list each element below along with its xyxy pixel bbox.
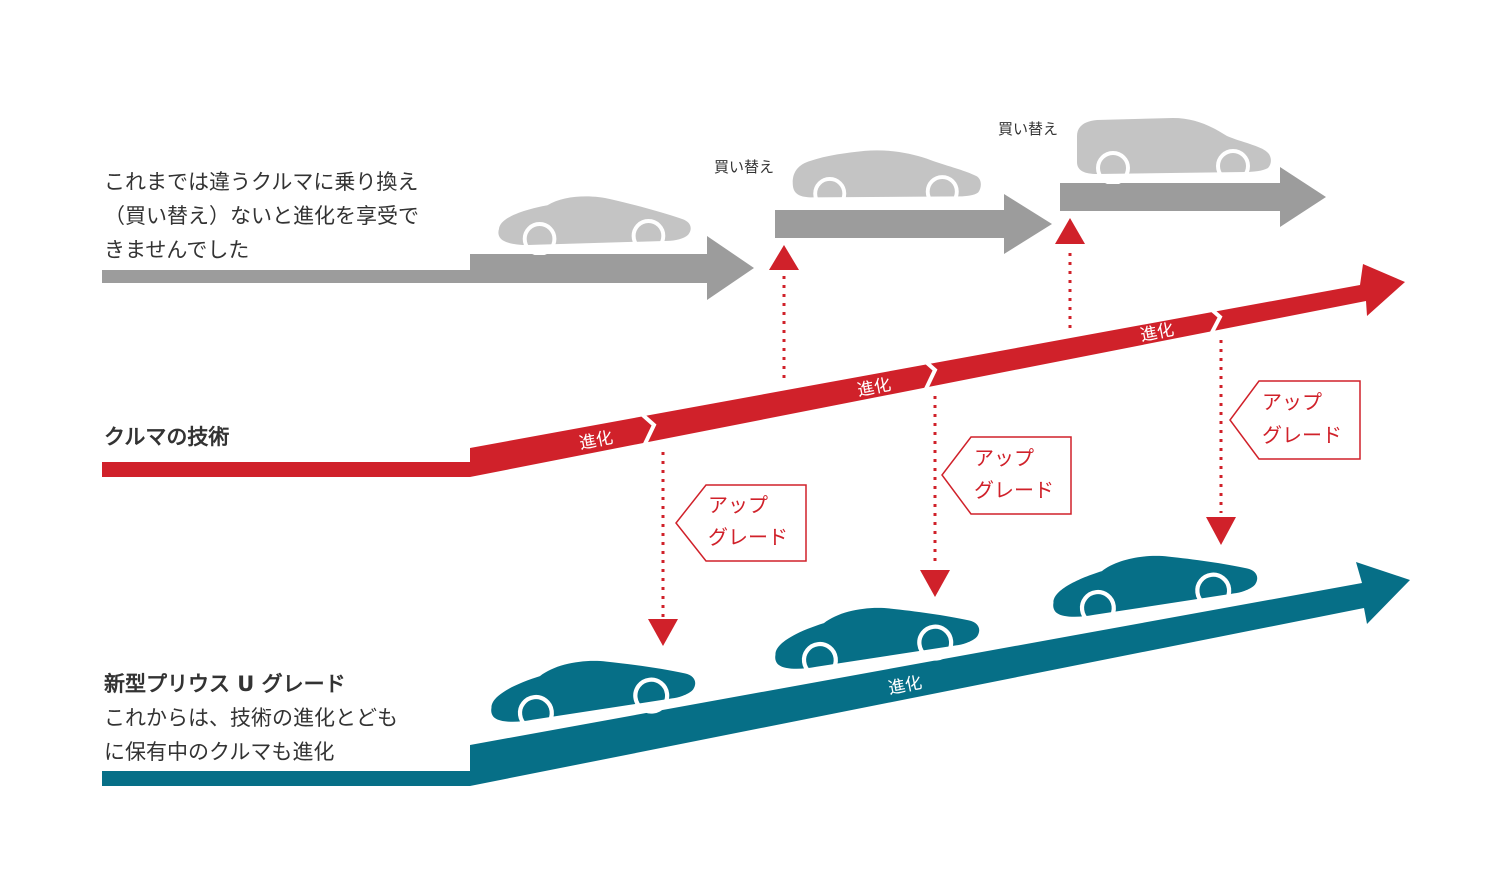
tech-title: クルマの技術 (104, 425, 230, 449)
upgrade-connectors (648, 340, 1236, 646)
arrow-up-icon (769, 245, 799, 270)
arrow-down-icon (1206, 517, 1236, 545)
legacy-baseline (102, 270, 472, 283)
legacy-description-line: （買い替え）ないと進化を享受で (104, 204, 419, 228)
upgrade-callout: アップ グレード (941, 436, 1072, 515)
legacy-description: これまでは違うクルマに乗り換え （買い替え）ないと進化を享受で きませんでした (104, 165, 419, 267)
car-silhouette-icon (1077, 118, 1271, 183)
tech-segment-divider (916, 353, 938, 394)
svg-text:グレード: グレード (974, 478, 1054, 502)
arrow-down-icon (648, 619, 678, 646)
arrow-up-icon (1055, 218, 1085, 244)
car-silhouette-icon (793, 150, 981, 208)
legacy-arrow-1 (470, 236, 754, 300)
arrow-down-icon (920, 570, 950, 597)
legacy-flow (102, 118, 1326, 300)
svg-text:グレード: グレード (1262, 423, 1342, 447)
tech-flow: 進化 進化 進化 (102, 264, 1405, 477)
tech-evolve-label: 進化 (1139, 320, 1176, 346)
tech-arrow (102, 264, 1405, 477)
legacy-description-line: これまでは違うクルマに乗り換え (104, 170, 419, 194)
prius-title: 新型プリウス U グレード (104, 672, 346, 696)
svg-text:アップ: アップ (1262, 390, 1322, 414)
replace-label: 買い替え (714, 158, 774, 176)
legacy-description-line: きませんでした (104, 238, 250, 262)
svg-text:グレード: グレード (708, 525, 788, 549)
prius-description-line: これからは、技術の進化とども (104, 706, 398, 730)
upgrade-callout: アップ グレード (1229, 380, 1361, 460)
upgrade-callout: アップ グレード (675, 484, 807, 562)
prius-description-block: 新型プリウス U グレード これからは、技術の進化とども に保有中のクルマも進化 (104, 667, 398, 769)
legacy-arrow-2 (775, 194, 1052, 254)
svg-text:アップ: アップ (974, 446, 1034, 470)
replace-label: 買い替え (998, 120, 1058, 138)
legacy-arrow-3 (1060, 167, 1326, 227)
prius-flow: 進化 (102, 543, 1410, 786)
replace-connectors (769, 218, 1085, 378)
car-silhouette-icon (496, 195, 693, 255)
tech-segment-divider (635, 408, 657, 449)
svg-text:アップ: アップ (708, 493, 768, 517)
tech-segment-divider (1201, 300, 1223, 341)
prius-description-line: に保有中のクルマも進化 (104, 740, 335, 764)
